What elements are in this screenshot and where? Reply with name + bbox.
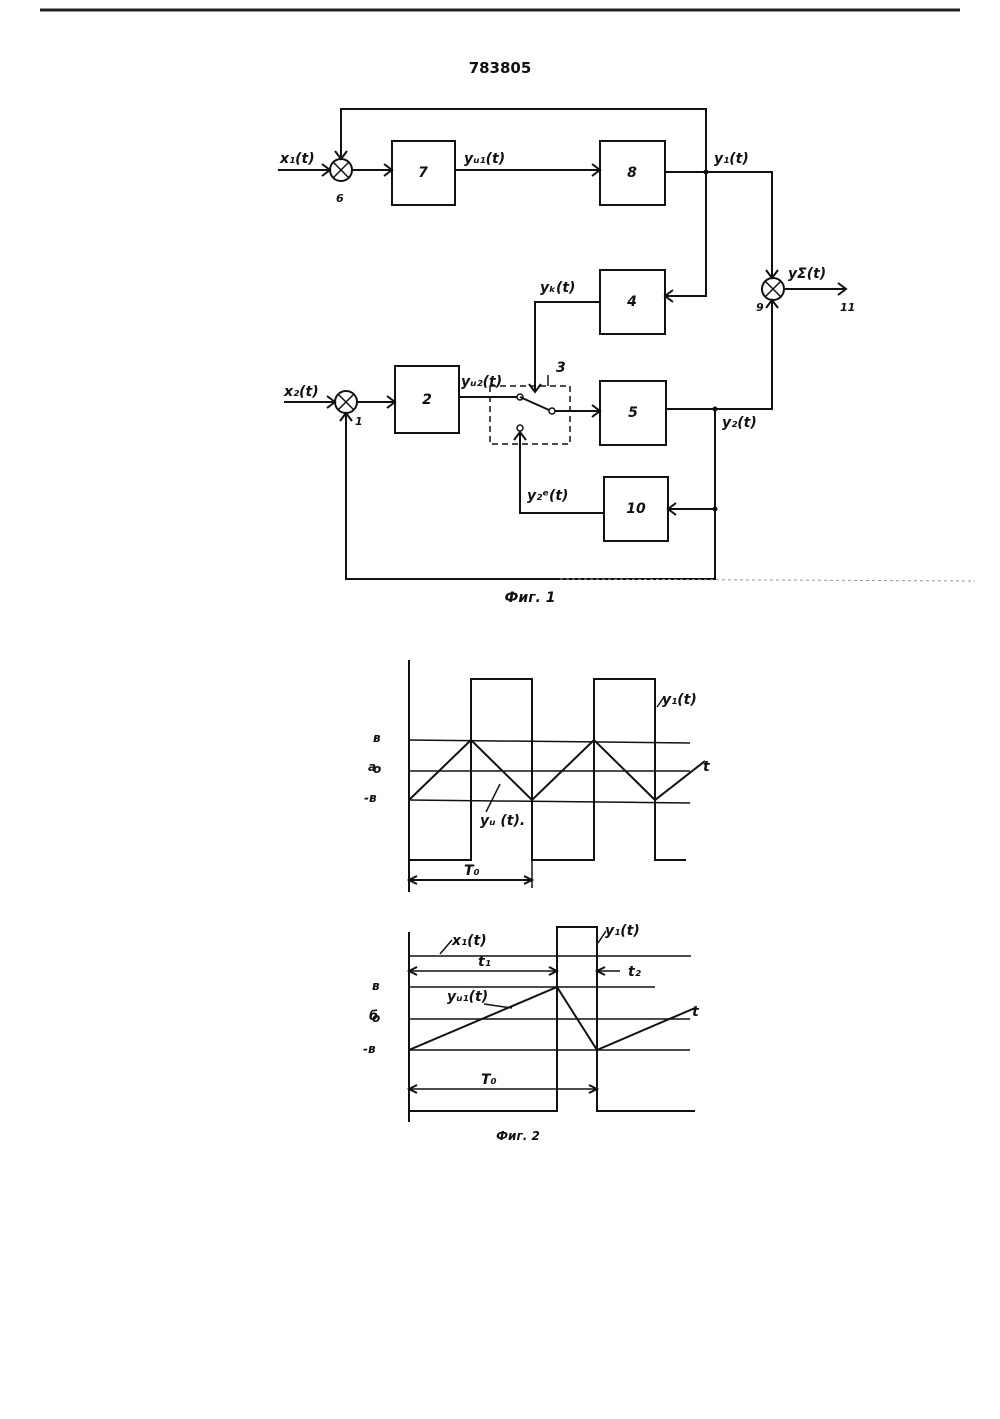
- junction-1: [335, 391, 357, 413]
- fig2a-yu-label: yᵤ (t).: [480, 813, 525, 829]
- block-10-label: 10: [626, 501, 646, 517]
- fig2b-t1-label: t₁: [478, 954, 491, 970]
- switch-3-label: 3: [556, 360, 566, 376]
- fig2a-level-minus-b: [409, 800, 690, 803]
- fig2a-yu-triangle-wave: [409, 740, 705, 800]
- signal-yu2: yᵤ₂(t): [461, 374, 502, 390]
- junction-9-label: 9: [756, 301, 764, 314]
- output-11-label: 11: [840, 301, 855, 314]
- fig2a-period-label: T₀: [464, 863, 480, 879]
- signal-y2e: y₂ᵉ(t): [527, 488, 568, 504]
- signal-ysum: yΣ(t): [788, 266, 826, 282]
- fig2a-y1-label: y₁(t): [662, 692, 697, 708]
- fig2b-yu1-leader: [484, 1004, 512, 1008]
- fig2b-yu1-label: yᵤ₁(t): [447, 989, 488, 1005]
- signal-x2: x₂(t): [283, 384, 319, 400]
- signal-yu1: yᵤ₁(t): [464, 151, 505, 167]
- wire-y1-to-4: [665, 172, 706, 296]
- block-7-label: 7: [418, 165, 428, 181]
- fig2a-tick-b: в: [373, 731, 381, 745]
- block-4-label: 4: [626, 294, 637, 310]
- fig2a-level-b: [409, 740, 690, 743]
- patent-number: 783805: [469, 59, 532, 77]
- block-5-label: 5: [628, 405, 638, 421]
- junction-6: [330, 159, 352, 181]
- fig1-block-diagram: 7 8 4 2 5 10 3 6 1: [278, 109, 975, 606]
- fig2a-timing-diagram: в о -в а y₁(t) t yᵤ (t). T₀: [364, 660, 711, 892]
- fig1-caption: Фиг. 1: [505, 590, 556, 606]
- fig2-caption: Фиг. 2: [496, 1129, 540, 1143]
- fig2b-tick-b: в: [372, 979, 380, 993]
- fig2b-tick-minus-b: -в: [363, 1042, 376, 1056]
- junction-9: [762, 278, 784, 300]
- fig2a-t-label: t: [703, 759, 711, 775]
- wire-5-to-9: [666, 300, 772, 409]
- switch-arm: [520, 397, 549, 410]
- wire-4-to-switch: [535, 302, 600, 392]
- fig2b-panel-label: б: [369, 1009, 378, 1024]
- fig2a-panel-label: а: [368, 760, 376, 774]
- fig2a-tick-minus-b: -в: [364, 791, 377, 805]
- fig2b-x1-label: x₁(t): [451, 933, 487, 949]
- switch-contact-output: [549, 408, 555, 414]
- block-2-label: 2: [422, 392, 432, 408]
- signal-y1: y₁(t): [714, 151, 749, 167]
- signal-x1: x₁(t): [279, 151, 315, 167]
- signal-y2: y₂(t): [722, 415, 757, 431]
- fig2b-y1-label: y₁(t): [605, 923, 640, 939]
- switch-3-box: [490, 386, 570, 444]
- fig2a-y1-square-wave: [409, 679, 686, 860]
- fig2b-period-label: T₀: [481, 1072, 497, 1088]
- signal-yk: yₖ(t): [540, 280, 575, 296]
- wire-8-to-9: [665, 172, 772, 278]
- junction-6-label: 6: [336, 192, 344, 205]
- fig2b-t2-label: t₂: [628, 964, 642, 980]
- junction-1-label: 1: [355, 415, 363, 428]
- fig2b-x1-leader: [440, 940, 452, 954]
- fig2b-t-label: t: [692, 1004, 700, 1020]
- fig2a-yu-leader: [486, 784, 500, 812]
- block-8-label: 8: [627, 165, 637, 181]
- switch-contact-bottom: [517, 425, 523, 431]
- fig2b-timing-diagram: в о -в б x₁(t) y₁(t) t₁ t₂ yᵤ₁(t) t T₀ Ф…: [363, 923, 700, 1143]
